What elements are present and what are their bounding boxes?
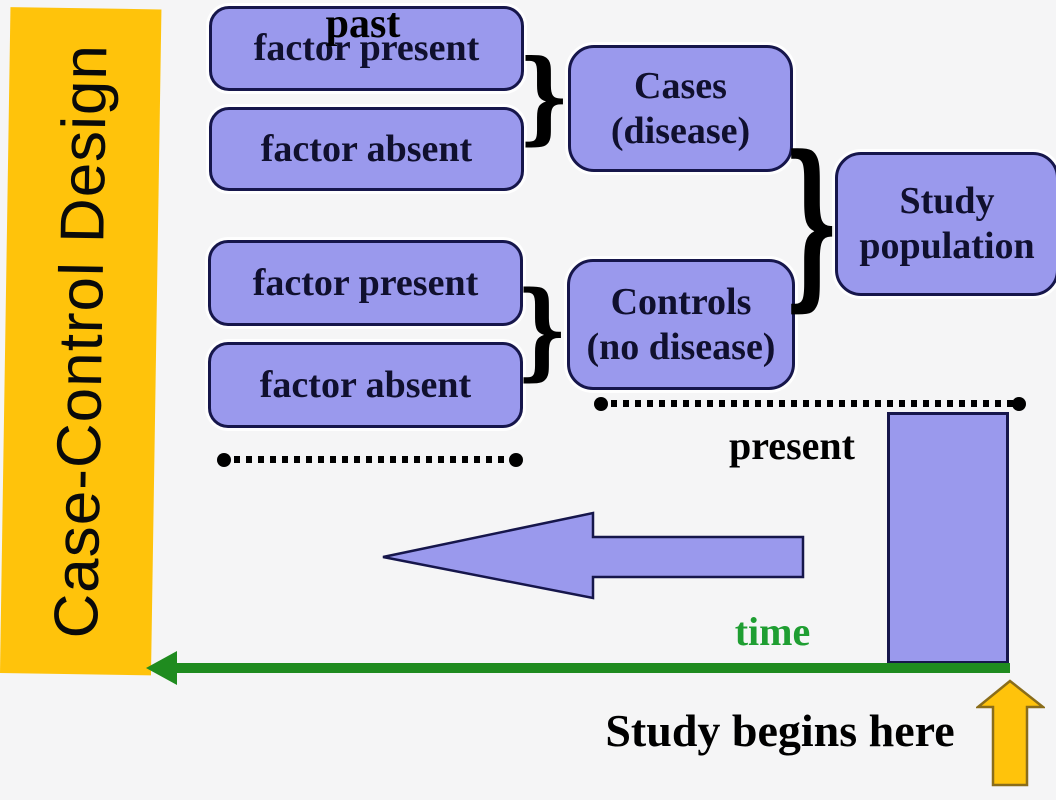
factor-absent-bottom-label: factor absent (259, 363, 472, 406)
present-label: present (729, 423, 855, 468)
controls-brace-icon: } (516, 268, 568, 392)
study-population-label-line1: Study (899, 180, 995, 223)
factor-absent-top-label: factor absent (260, 127, 473, 170)
factor-absent-top-box: factor absent (209, 107, 524, 191)
time-label: time (734, 609, 811, 654)
time-axis-line (174, 663, 1010, 673)
study-population-label-line2: population (859, 225, 1035, 267)
title-banner: Case-Control Design (0, 7, 162, 676)
factor-absent-bottom-box: factor absent (208, 342, 523, 428)
population-brace-icon: } (783, 115, 841, 329)
controls-label-line1: Controls (610, 280, 752, 323)
cases-label-line2: (disease) (610, 109, 751, 152)
factor-present-top-box: factor present (209, 6, 524, 91)
study-population-box: Study population (835, 152, 1056, 296)
study-begins-arrow-icon (976, 679, 1045, 787)
present-timeline-dotted-line (599, 400, 1021, 407)
study-begins-label: Study begins here (605, 705, 955, 756)
controls-label-line2: (no disease) (586, 325, 776, 368)
factor-present-top-label: factor present (253, 27, 480, 70)
factor-present-bottom-box: factor present (208, 240, 523, 326)
past-timeline-dotted-line (222, 456, 518, 463)
past-label: past (325, 1, 401, 47)
time-axis-arrowhead-icon (146, 651, 177, 685)
factor-present-bottom-label: factor present (252, 261, 479, 304)
present-time-bar (887, 412, 1009, 664)
cases-brace-icon: } (518, 37, 570, 155)
slide-title: Case-Control Design (41, 43, 120, 639)
past-direction-arrow-icon (382, 511, 805, 600)
cases-label-line1: Cases (634, 64, 727, 107)
controls-box: Controls (no disease) (567, 259, 795, 390)
cases-box: Cases (disease) (568, 45, 793, 172)
